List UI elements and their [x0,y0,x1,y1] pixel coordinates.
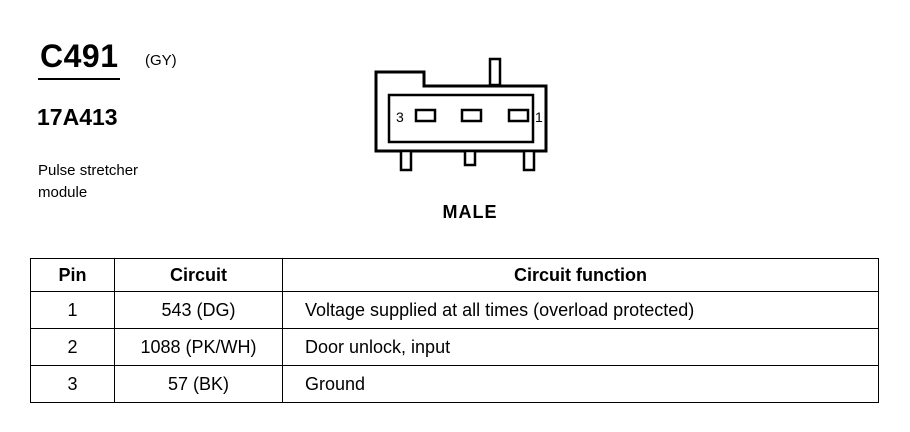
circuit-function: Voltage supplied at all times (overload … [282,291,879,329]
connector-leg-center [463,149,477,167]
circuit-function: Door unlock, input [282,328,879,366]
pin-terminal-1 [507,108,530,123]
pin-terminal-3 [414,108,437,123]
circuit-function: Ground [282,365,879,403]
header-circuit: Circuit [114,258,283,292]
connector-id: C491 [40,38,119,74]
component-description: Pulse stretcher module [38,160,178,204]
table-row: 3 57 (BK) Ground [30,365,879,403]
header-pin: Pin [30,258,115,292]
circuit: 57 (BK) [114,365,283,403]
connector-leg-left [399,149,413,172]
connector-face-diagram: 3 1 [374,57,548,172]
connector-color-code: (GY) [145,52,177,69]
pin-label-1: 1 [535,109,543,125]
header-circuit-function: Circuit function [282,258,879,292]
connector-lock-tab [488,57,502,87]
component-description-line1: Pulse stretcher [38,162,139,179]
table-row: 1 543 (DG) Voltage supplied at all times… [30,291,879,329]
connector-leg-right [522,149,536,172]
connector-gender-label: MALE [442,202,498,222]
part-number: 17A413 [37,104,118,130]
pin-table-header-row: Pin Circuit Circuit function [30,258,879,292]
component-description-line2: module [38,184,88,201]
connector-housing-inner [387,93,535,144]
pin-number: 1 [30,291,115,329]
pin-number: 2 [30,328,115,366]
pin-table: Pin Circuit Circuit function 1 543 (DG) … [30,258,879,403]
pin-terminal-2 [460,108,483,123]
pin-label-3: 3 [396,109,404,125]
table-row: 2 1088 (PK/WH) Door unlock, input [30,328,879,366]
circuit: 543 (DG) [114,291,283,329]
connector-id-underline [38,78,120,80]
pin-number: 3 [30,365,115,403]
circuit: 1088 (PK/WH) [114,328,283,366]
